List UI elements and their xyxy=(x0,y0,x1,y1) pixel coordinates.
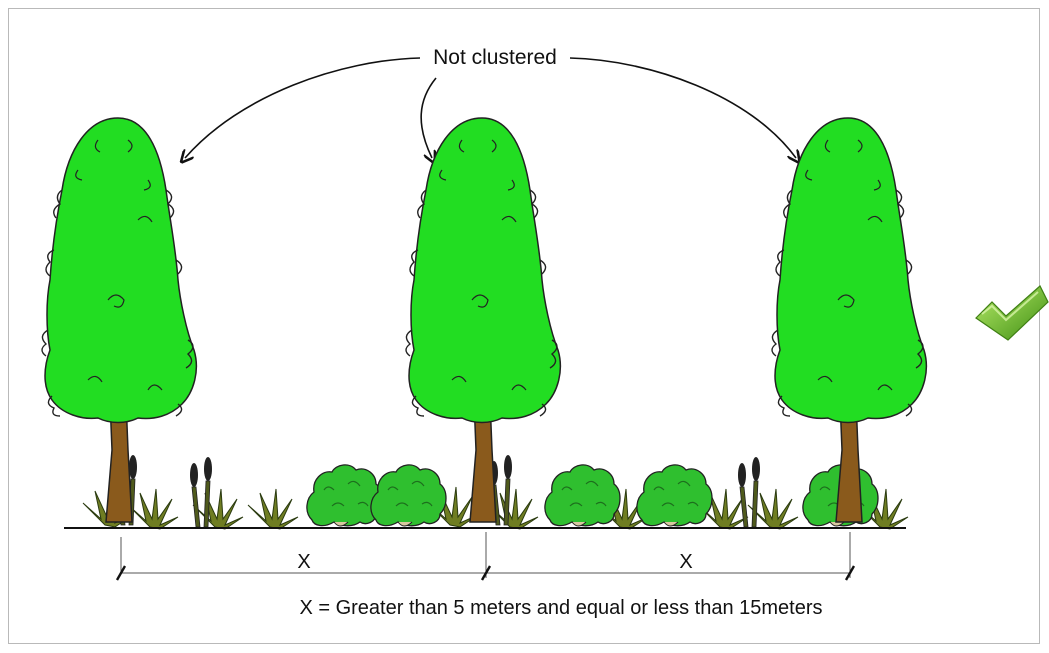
tree-middle xyxy=(405,117,562,523)
bush xyxy=(636,464,713,527)
distance-guides xyxy=(115,532,856,581)
tree-right xyxy=(771,117,928,523)
arrow-to-right-tree xyxy=(569,57,796,158)
arrow-to-left-tree xyxy=(185,57,421,158)
distance-definition: X = Greater than 5 meters and equal or l… xyxy=(299,597,822,619)
distance-label-left: X xyxy=(297,551,310,573)
distance-label-right: X xyxy=(679,551,692,573)
check-mark-icon xyxy=(975,285,1049,341)
bush xyxy=(306,464,383,527)
not-clustered-label: Not clustered xyxy=(433,46,557,69)
bushes xyxy=(306,464,879,527)
arrow-to-middle-tree xyxy=(420,77,437,158)
tree-left xyxy=(41,117,198,523)
bush xyxy=(544,464,621,527)
bush xyxy=(370,464,447,527)
